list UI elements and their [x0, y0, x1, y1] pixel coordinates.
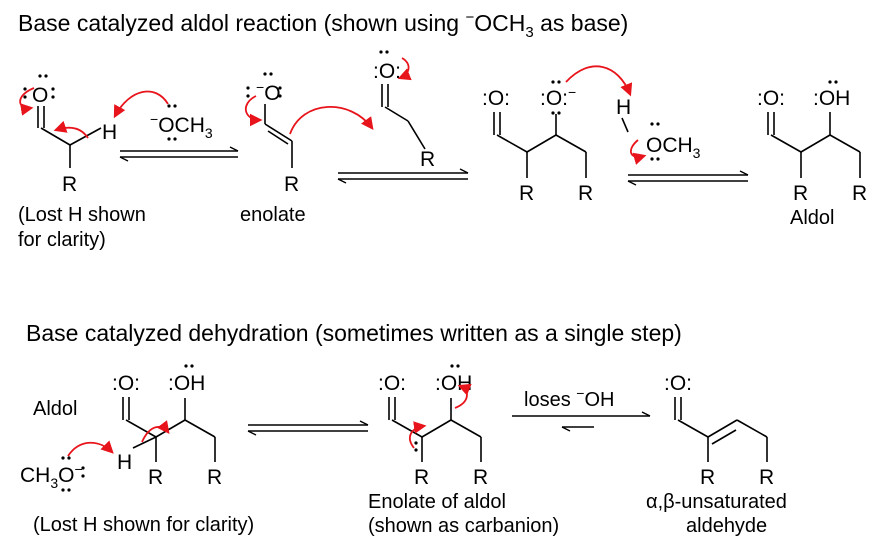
aldehyde-oxygen: :O: [112, 372, 140, 395]
r-group: R [759, 466, 774, 489]
aldol-product: :O: :OH R R [757, 80, 867, 205]
r-group: R [793, 182, 808, 205]
r-group: R [519, 182, 534, 205]
alpha-hydrogen: H [102, 121, 117, 144]
methanol-hydrogen: H [616, 96, 631, 119]
r-group: R [62, 173, 77, 196]
aldehyde-oxygen: :O: [482, 87, 510, 110]
electrophile-oxygen: :O: [373, 60, 401, 83]
methoxide-base-2: CH3O− [20, 440, 114, 492]
hydroxyl-group: :OH [168, 372, 205, 395]
aldehyde-molecule: O H R [19, 74, 117, 196]
unsaturated-label-1: α,β-unsaturated [646, 491, 787, 513]
methoxide-base: −OCH3 [113, 90, 213, 141]
aldol-label: Aldol [33, 398, 77, 420]
enolate-molecule: −O R [245, 72, 374, 196]
lost-h-note-line1: (Lost H shown [18, 204, 146, 226]
equilibrium-arrow-3 [627, 170, 749, 186]
r-group: R [284, 173, 299, 196]
enolate-of-aldol-label-2: (shown as carbanion) [368, 515, 559, 537]
r-group: R [148, 466, 163, 489]
enolate-of-aldol-label-1: Enolate of aldol [368, 491, 506, 513]
dehydration-title: Base catalyzed dehydration (sometimes wr… [26, 320, 682, 346]
enolate-label: enolate [240, 204, 306, 226]
r-group: R [414, 466, 429, 489]
methanol-text: OCH3 [646, 134, 701, 161]
elimination-arrow: loses −OH [512, 385, 651, 432]
electrophile-aldehyde: :O: R [373, 50, 435, 171]
equilibrium-arrow-2 [337, 168, 469, 184]
r-group: R [700, 466, 715, 489]
carbonyl-oxygen: O [32, 84, 48, 107]
aldehyde-oxygen: :O: [664, 372, 692, 395]
aldol-reactant: :O: :OH H R R [112, 364, 222, 489]
r-group: R [852, 182, 867, 205]
unsaturated-label-2: aldehyde [686, 515, 767, 537]
aldehyde-oxygen: :O: [378, 372, 406, 395]
alkoxide-oxygen: :O:− [540, 84, 576, 110]
r-group: R [578, 182, 593, 205]
enolate-of-aldol: :O: :OH R R [378, 364, 488, 489]
unsaturated-aldehyde: :O: R R [664, 372, 774, 489]
r-group: R [420, 148, 435, 171]
enolate-oxygen: −O [256, 79, 281, 105]
hydroxyl-group: :OH [813, 87, 850, 110]
aldol-product-label: Aldol [790, 207, 834, 229]
equilibrium-arrow-4 [247, 420, 369, 436]
lost-h-note-full: (Lost H shown for clarity) [33, 514, 254, 536]
alkoxide-intermediate: :O: :O:− R R [482, 65, 633, 205]
aldehyde-oxygen: :O: [757, 87, 785, 110]
equilibrium-arrow-1 [119, 146, 239, 162]
loses-oh-label: loses −OH [524, 385, 614, 411]
methoxide-text: CH3O− [20, 461, 83, 491]
r-group: R [473, 466, 488, 489]
aldol-title: Base catalyzed aldol reaction (shown usi… [18, 9, 628, 41]
methoxide-text: −OCH3 [150, 111, 213, 141]
alpha-hydrogen: H [117, 451, 132, 474]
r-group: R [207, 466, 222, 489]
lost-h-note-line2: for clarity) [18, 229, 106, 251]
methanol: H OCH3 [616, 96, 701, 165]
